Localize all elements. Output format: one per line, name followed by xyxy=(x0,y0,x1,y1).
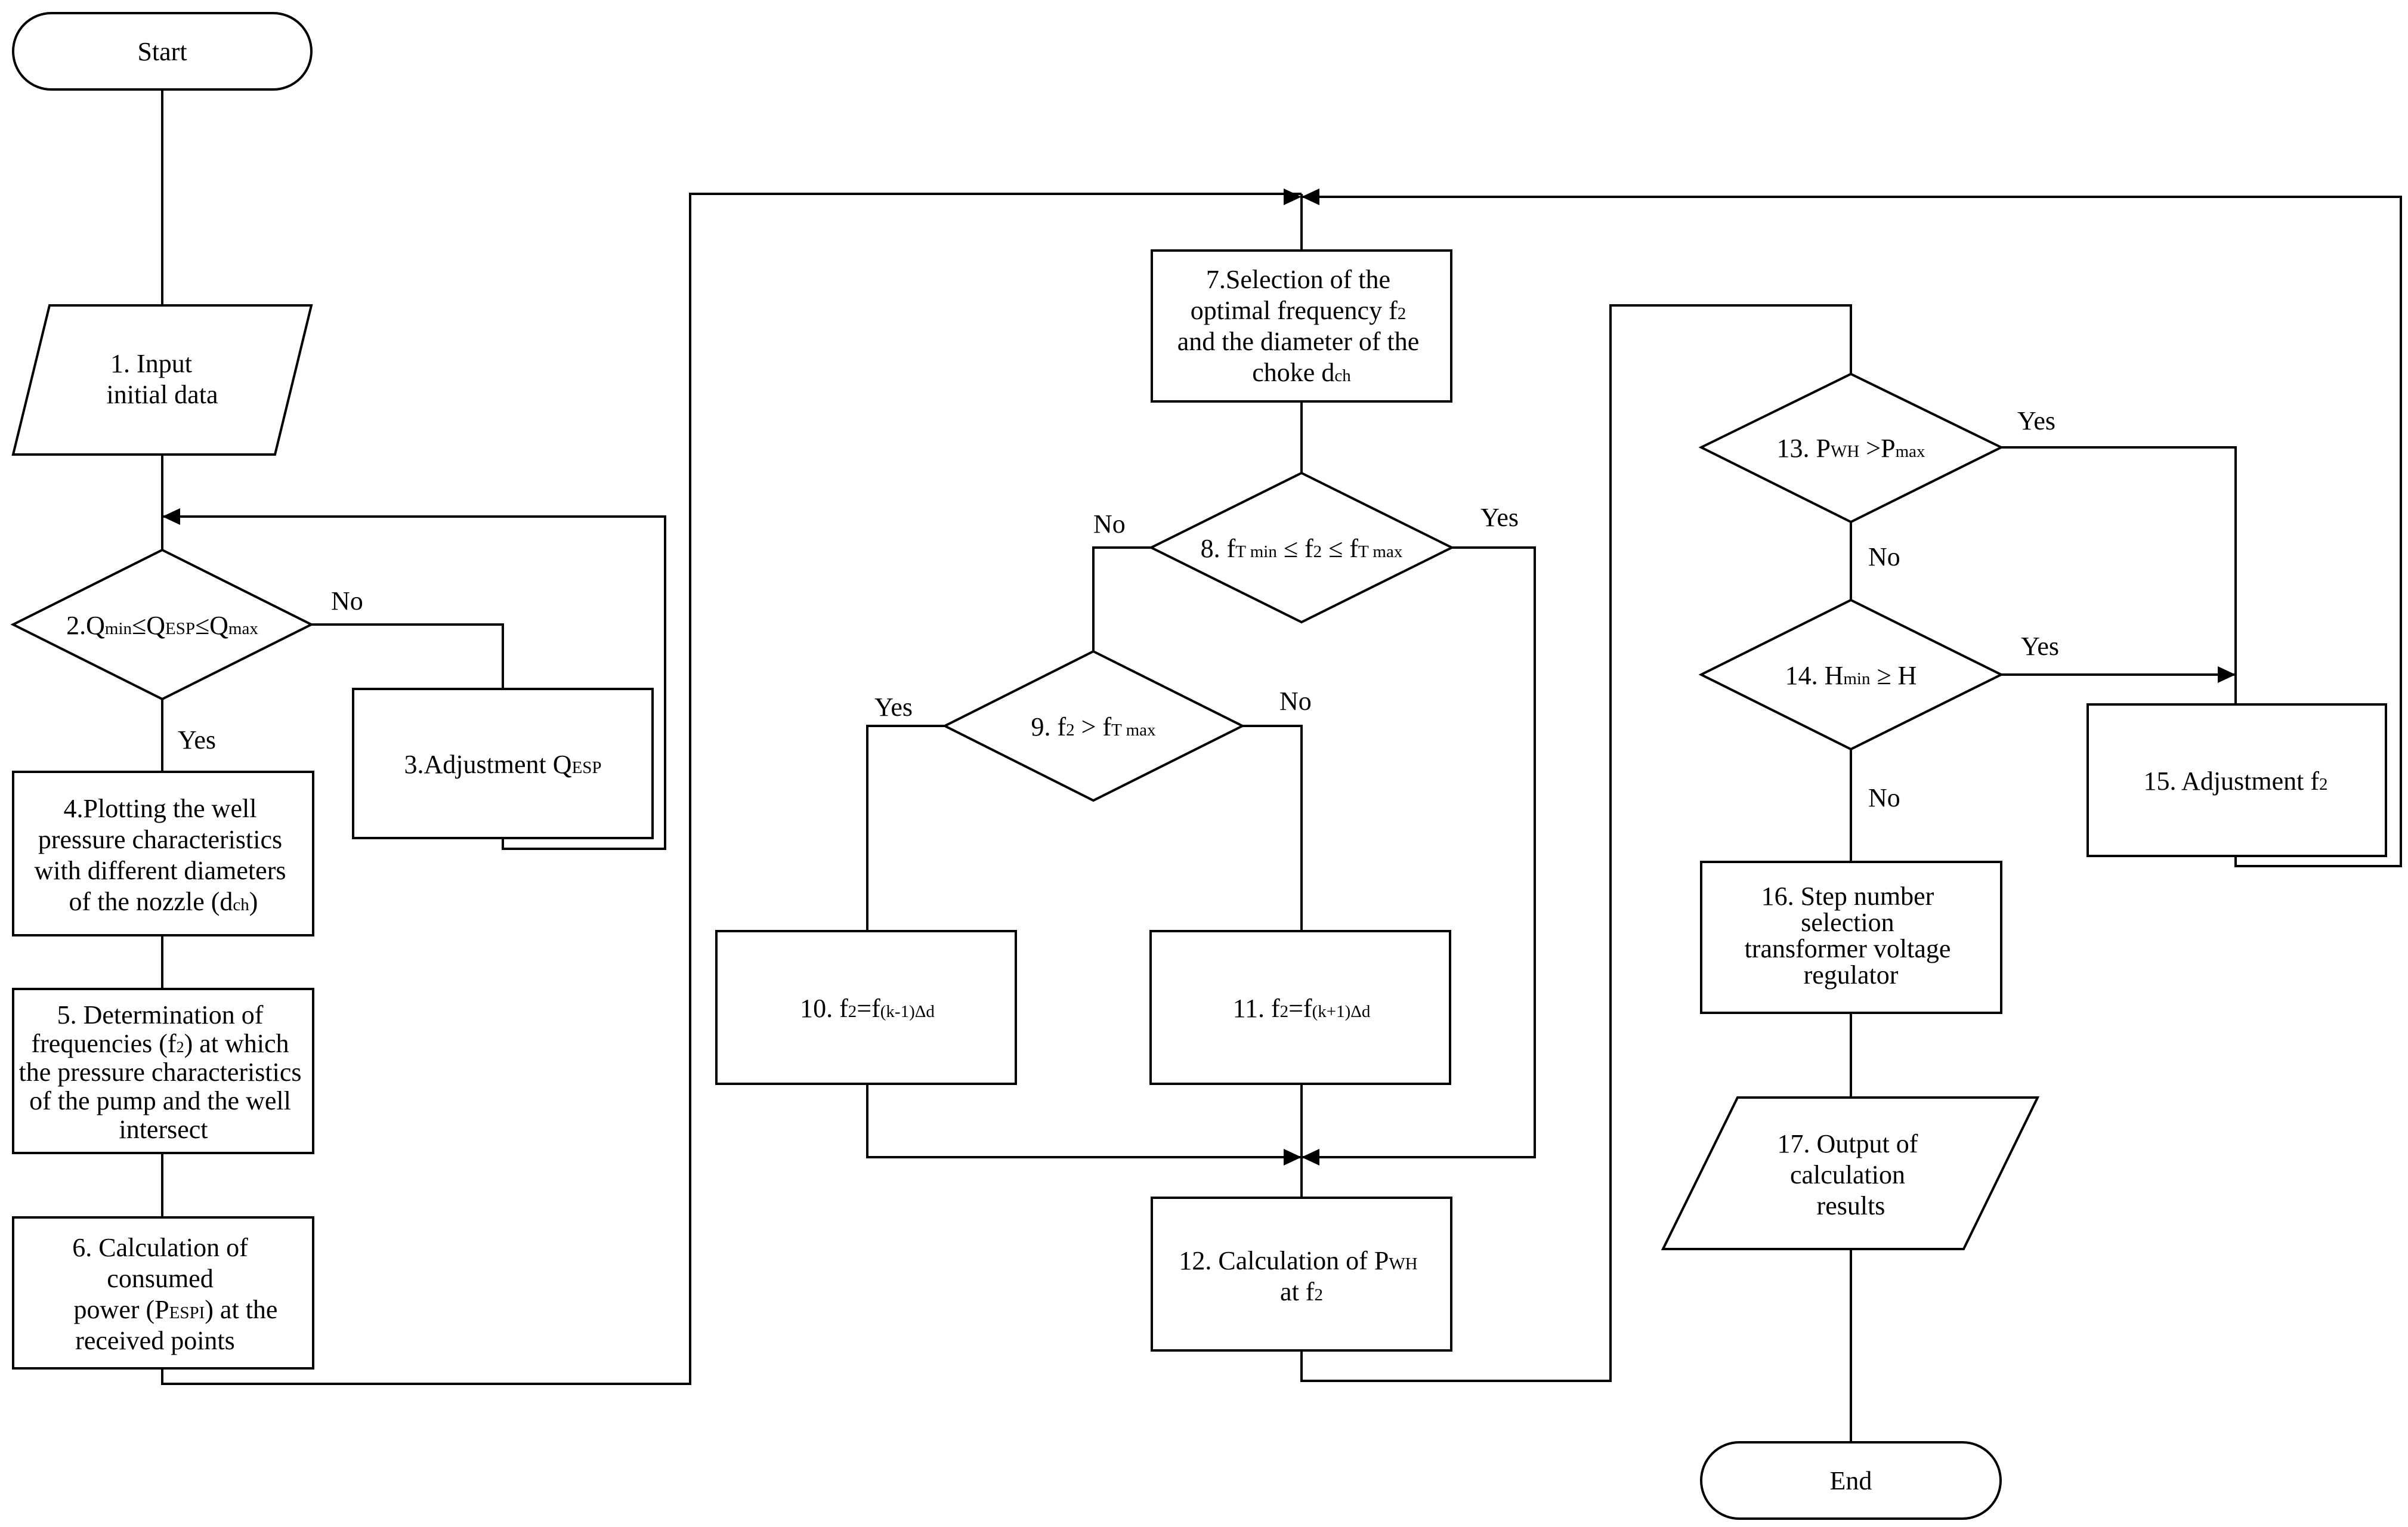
edge-n9-no-to-n11 xyxy=(1242,725,1303,931)
node-labels: Start 1. Input initial data 2.Qmin≤QESP≤… xyxy=(19,37,2328,1495)
end-label: End xyxy=(1830,1466,1872,1495)
edge-n8-no-to-n9 xyxy=(1092,546,1151,651)
n14-no-label: No xyxy=(1868,783,1900,812)
arrowhead-merge-left xyxy=(1284,1149,1302,1166)
arrowhead-into-n7-top-left xyxy=(1284,188,1302,205)
n4-process-box xyxy=(12,771,314,936)
n14-decision-diamond xyxy=(1698,598,2004,751)
n8-yes-label: Yes xyxy=(1480,503,1519,532)
n9-label: 9. f2 > fT max xyxy=(1031,712,1156,741)
n13-yes-label: Yes xyxy=(2017,406,2055,435)
arrowhead-merge-right xyxy=(1302,1149,1319,1166)
n14-label: 14. Hmin ≥ H xyxy=(1785,661,1917,690)
n2-yes-label: Yes xyxy=(178,725,216,755)
n2-no-label: No xyxy=(331,586,363,616)
n2-decision-diamond xyxy=(10,548,314,701)
n9-decision-diamond xyxy=(942,650,1245,802)
n16-process-box xyxy=(1700,861,2002,1014)
shapes xyxy=(10,12,2387,1520)
n7-process-box xyxy=(1151,249,1452,403)
n8-label: 8. fT min ≤ f2 ≤ fT max xyxy=(1201,534,1403,563)
n6-label: 6. Calculation of consumed power (PESPI)… xyxy=(72,1233,284,1355)
n5-label: 5. Determination of frequencies (f2) at … xyxy=(19,1000,308,1144)
edge-labels: No Yes No Yes Yes No Yes No Yes No xyxy=(178,406,2059,812)
n1-label: 1. Input initial data xyxy=(107,349,218,409)
n3-label: 3.Adjustment QESP xyxy=(404,750,601,779)
n2-label: 2.Qmin≤QESP≤Qmax xyxy=(66,611,258,640)
n11-process-box xyxy=(1149,930,1451,1085)
n7-label: 7.Selection of the optimal frequency f2 … xyxy=(1177,265,1426,387)
edge-n9-yes-to-n10 xyxy=(866,725,945,931)
n17-output-parallelogram xyxy=(1661,1096,2040,1250)
n8-decision-diamond xyxy=(1148,471,1455,624)
n13-no-label: No xyxy=(1868,542,1900,571)
arrowhead-into-n7-top-right xyxy=(1302,188,1319,205)
n13-label: 13. PWH >Pmax xyxy=(1776,434,1925,463)
arrowhead-into-n2-left xyxy=(162,508,180,525)
edge-n15-loop-back xyxy=(1302,196,2402,867)
edge-n12-to-n13 xyxy=(1300,304,1852,1382)
n10-label: 10. f2=f(k-1)Δd xyxy=(800,994,935,1023)
n6-process-box xyxy=(12,1216,314,1370)
n11-label: 11. f2=f(k+1)Δd xyxy=(1233,994,1371,1023)
n17-label: 17. Output of calculation results xyxy=(1778,1129,1925,1220)
n13-decision-diamond xyxy=(1698,372,2004,524)
n15-process-box xyxy=(2086,703,2387,857)
edge-n10-to-merge xyxy=(866,1084,1302,1158)
n12-label: 12. Calculation of PWH at f2 xyxy=(1179,1246,1424,1306)
edge-n6-to-n7 xyxy=(161,193,1302,1385)
n9-yes-label: Yes xyxy=(874,693,913,722)
connectors xyxy=(161,89,2402,1442)
start-terminator xyxy=(12,12,313,91)
n14-yes-label: Yes xyxy=(2021,632,2059,661)
arrowhead-into-n15 xyxy=(2218,666,2236,683)
n16-label: 16. Step number selection transformer vo… xyxy=(1745,882,1958,990)
arrowheads xyxy=(162,188,2236,1166)
n1-input-parallelogram xyxy=(11,304,313,456)
n15-label: 15. Adjustment f2 xyxy=(2143,766,2327,796)
n5-process-box xyxy=(12,988,314,1154)
n8-no-label: No xyxy=(1093,509,1126,539)
n9-no-label: No xyxy=(1279,687,1312,716)
end-terminator xyxy=(1700,1441,2002,1520)
edge-n3-loop-back xyxy=(162,515,666,850)
n10-process-box xyxy=(715,930,1017,1085)
edge-n8-yes-to-merge xyxy=(1302,546,1536,1158)
start-label: Start xyxy=(137,37,187,66)
edge-n2-no-to-n3 xyxy=(311,623,504,689)
n12-process-box xyxy=(1151,1197,1452,1352)
n4-label: 4.Plotting the well pressure characteris… xyxy=(35,794,293,916)
edge-n13-yes-to-n15 xyxy=(2001,446,2237,704)
n3-process-box xyxy=(352,688,654,839)
